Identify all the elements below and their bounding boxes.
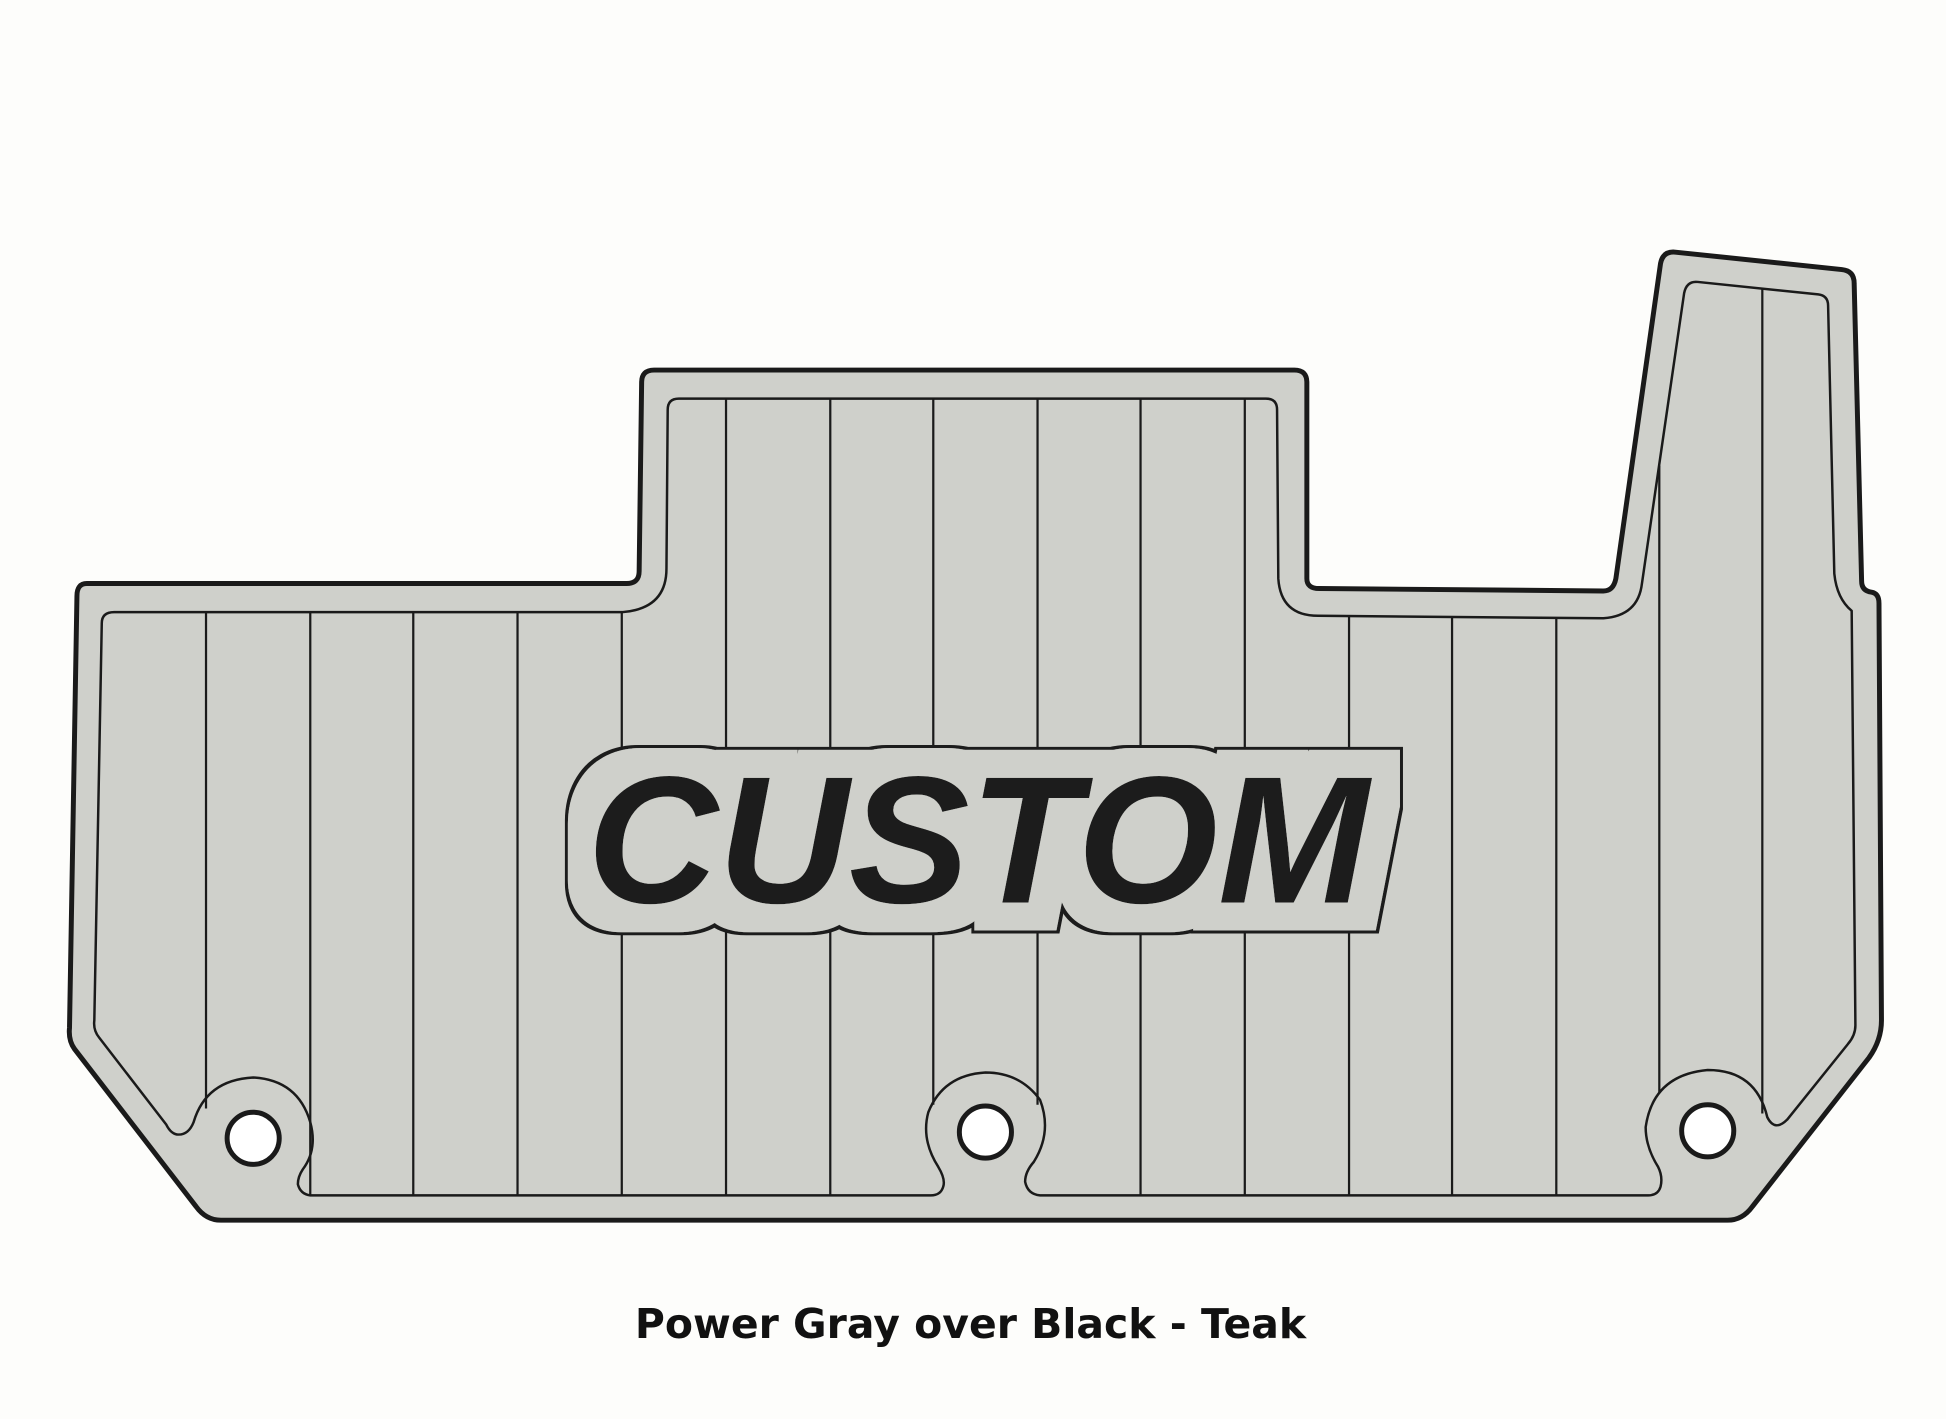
- product-caption: Power Gray over Black - Teak: [635, 1300, 1307, 1348]
- mat-inner-border: [92, 280, 1857, 1197]
- snap-hole-right: [1679, 1102, 1737, 1160]
- logo-text: CUSTOM: [587, 739, 1373, 941]
- mat-body: [66, 249, 1884, 1223]
- snap-hole-left: [224, 1109, 282, 1167]
- snap-holes: [224, 1102, 1737, 1167]
- teak-grooves: [204, 288, 1764, 1196]
- snap-hole-center: [956, 1103, 1014, 1161]
- custom-logo: CUSTOM: [587, 739, 1373, 941]
- mat-outer-outline: [66, 249, 1884, 1223]
